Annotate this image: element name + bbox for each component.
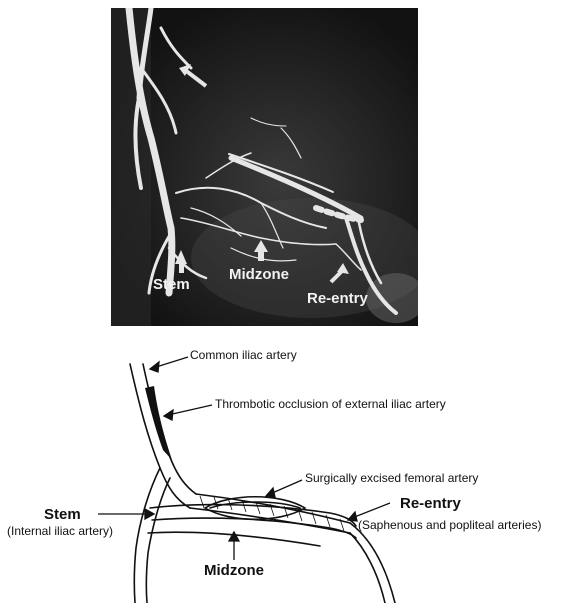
label-midzone: Midzone — [204, 562, 264, 579]
label-reentry-sub: (Saphenous and popliteal arteries) — [358, 518, 541, 532]
label-thrombotic-occlusion: Thrombotic occlusion of external iliac a… — [215, 397, 446, 411]
photo-label-stem: Stem — [153, 276, 190, 293]
label-common-iliac-artery: Common iliac artery — [190, 348, 297, 362]
photo-label-reentry: Re-entry — [307, 290, 368, 307]
label-reentry: Re-entry — [400, 495, 461, 512]
schematic-diagram — [0, 328, 565, 603]
photo-label-midzone: Midzone — [229, 266, 289, 283]
label-excised-femoral-artery: Surgically excised femoral artery — [305, 471, 478, 485]
label-stem: Stem — [44, 506, 81, 523]
label-stem-sub: (Internal iliac artery) — [7, 524, 113, 538]
angiogram-photo: Stem Midzone Re-entry — [111, 8, 418, 326]
